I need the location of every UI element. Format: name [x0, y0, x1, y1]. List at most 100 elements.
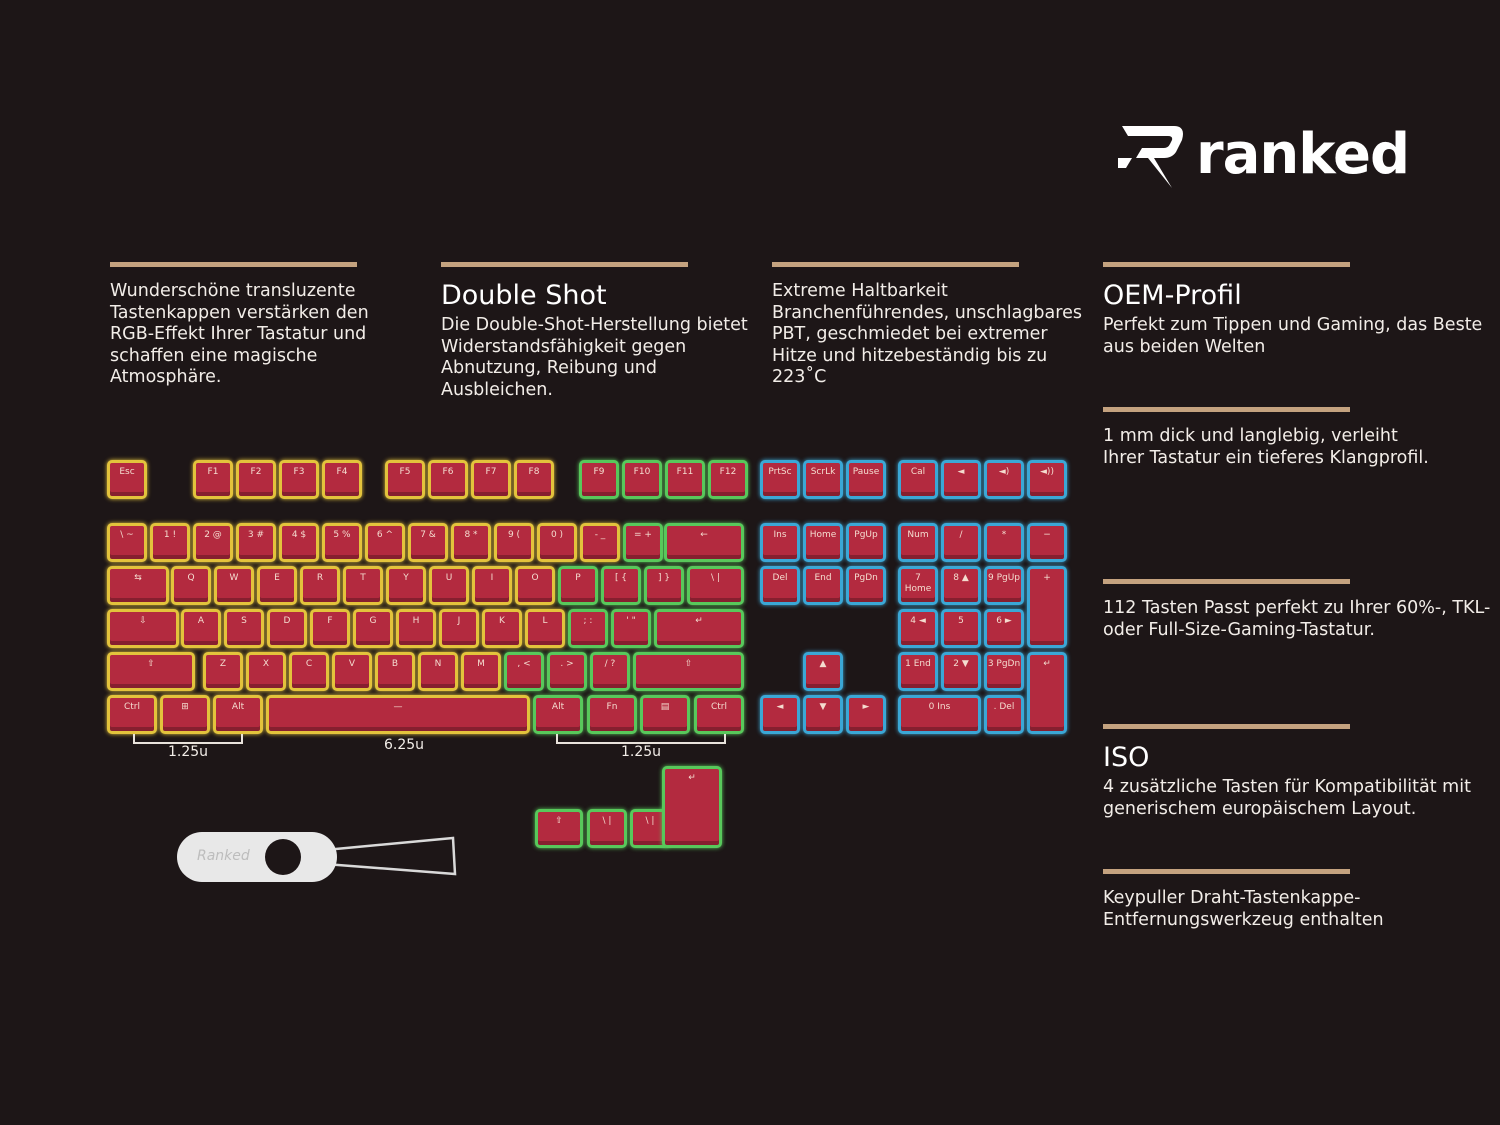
- feature-text: Wunderschöne transluzente Tastenkappen v…: [110, 281, 369, 387]
- keycap-letter: Z: [203, 652, 243, 691]
- keycap-letter: V: [332, 652, 372, 691]
- keycap-menu: ▤: [640, 695, 690, 734]
- keycap-letter: B: [375, 652, 415, 691]
- keycap-space: —: [266, 695, 530, 734]
- keycap-shift: ⇧: [107, 652, 195, 691]
- keypuller-label: Ranked: [197, 848, 250, 864]
- keycap-fn-row: F8: [514, 460, 554, 499]
- keycap-fn-row: Esc: [107, 460, 147, 499]
- keycap-letter: F: [310, 609, 350, 648]
- keycap-letter: M: [461, 652, 501, 691]
- keycap-number-row: 7 &: [408, 523, 448, 562]
- keycap-fn-row: ◄: [941, 460, 981, 499]
- keycap-fn-row: F9: [579, 460, 619, 499]
- keycap-letter: W: [214, 566, 254, 605]
- keycap-letter: C: [289, 652, 329, 691]
- keycap-numpad-enter: ↵: [1027, 652, 1067, 734]
- feature-iso: ISO 4 zusätzliche Tasten für Kompatibili…: [1103, 724, 1493, 820]
- keycap-letter: S: [224, 609, 264, 648]
- keycap-nav: Home: [803, 523, 843, 562]
- keycap-arrow: ►: [846, 695, 886, 734]
- keycap-alt: Alt: [213, 695, 263, 734]
- keycap-fn-row: PrtSc: [760, 460, 800, 499]
- keypuller-icon: [177, 832, 457, 882]
- keycap-letter: A: [181, 609, 221, 648]
- keycap-letter: J: [439, 609, 479, 648]
- brand-logo: ranked: [1118, 118, 1410, 190]
- keycap-number-row: 4 $: [279, 523, 319, 562]
- dimension-label: 1.25u: [621, 744, 662, 760]
- keycap-letter: ' ": [611, 609, 651, 648]
- keycap-fn-row: Pause: [846, 460, 886, 499]
- keycap-iso-enter: ↵: [662, 766, 722, 848]
- keycap-ctrl: Ctrl: [694, 695, 744, 734]
- feature-text: Perfekt zum Tippen und Gaming, das Beste…: [1103, 315, 1483, 357]
- keycap-numpad: 9 PgUp: [984, 566, 1024, 605]
- keycap-fn-row: ◄): [984, 460, 1024, 499]
- keycap-numpad: 2 ▼: [941, 652, 981, 691]
- keycap-win: ⊞: [160, 695, 210, 734]
- keycap-iso: \ |: [587, 809, 627, 848]
- accent-bar: [772, 262, 1019, 267]
- dimension-label: 1.25u: [168, 744, 209, 760]
- keycap-numpad: 7 Home: [898, 566, 938, 605]
- keycap-letter: E: [257, 566, 297, 605]
- feature-double-shot: Double Shot Die Double-Shot-Herstellung …: [441, 262, 766, 401]
- keycap-arrow: ◄: [760, 695, 800, 734]
- feature-text: Keypuller Draht-Tastenkappe-Entfernungsw…: [1103, 888, 1384, 930]
- dimension-bracket: [556, 734, 726, 744]
- keycap-backslash: \ |: [687, 566, 744, 605]
- keycap-nav: PgUp: [846, 523, 886, 562]
- keycap-numpad: 1 End: [898, 652, 938, 691]
- keycap-fn-row: F6: [428, 460, 468, 499]
- keycap-numpad: /: [941, 523, 981, 562]
- feature-translucent: Wunderschöne transluzente Tastenkappen v…: [110, 262, 390, 389]
- keycap-fn-row: F11: [665, 460, 705, 499]
- accent-bar: [1103, 869, 1350, 874]
- keycap-fn-row: F10: [622, 460, 662, 499]
- keycap-nav: Ins: [760, 523, 800, 562]
- keycap-iso: ⇧: [535, 809, 583, 848]
- keycap-tab: ⇆: [107, 566, 169, 605]
- keycap-letter: G: [353, 609, 393, 648]
- keycap-alt: Alt: [533, 695, 583, 734]
- keycap-number-row: 6 ^: [365, 523, 405, 562]
- keycap-letter: , <: [504, 652, 544, 691]
- keycap-letter: X: [246, 652, 286, 691]
- accent-bar: [1103, 579, 1350, 584]
- keycap-ctrl: Ctrl: [107, 695, 157, 734]
- keycap-letter: N: [418, 652, 458, 691]
- keycap-number-row: 3 #: [236, 523, 276, 562]
- feature-text: Extreme Haltbarkeit Branchenführendes, u…: [772, 281, 1082, 387]
- keycap-letter: R: [300, 566, 340, 605]
- keycap-letter: Q: [171, 566, 211, 605]
- accent-bar: [110, 262, 357, 267]
- feature-oem-profile: OEM-Profil Perfekt zum Tippen und Gaming…: [1103, 262, 1493, 358]
- feature-durability: Extreme Haltbarkeit Branchenführendes, u…: [772, 262, 1097, 389]
- keycap-letter: K: [482, 609, 522, 648]
- keycap-letter: T: [343, 566, 383, 605]
- feature-title: ISO: [1103, 742, 1150, 773]
- feature-text: Die Double-Shot-Herstellung bietet Wider…: [441, 315, 748, 400]
- keycap-letter: . >: [547, 652, 587, 691]
- keypuller-tool: Ranked: [175, 828, 460, 890]
- accent-bar: [441, 262, 688, 267]
- keycap-fn-row: F3: [279, 460, 319, 499]
- keycap-number-row: 8 *: [451, 523, 491, 562]
- feature-text: 112 Tasten Passt perfekt zu Ihrer 60%-, …: [1103, 598, 1491, 640]
- keycap-numpad: 5: [941, 609, 981, 648]
- accent-bar: [1103, 262, 1350, 267]
- keycap-enter: ↵: [654, 609, 744, 648]
- keycap-number-row: 9 (: [494, 523, 534, 562]
- keycap-fn-row: ◄)): [1027, 460, 1067, 499]
- keycap-letter: P: [558, 566, 598, 605]
- keycap-letter: / ?: [590, 652, 630, 691]
- keycap-fn: Fn: [587, 695, 637, 734]
- keycap-backspace: ←: [664, 523, 744, 562]
- accent-bar: [1103, 724, 1350, 729]
- keycap-arrow: ▼: [803, 695, 843, 734]
- keycap-numpad-zero: 0 Ins: [898, 695, 981, 734]
- keycap-letter: ; :: [568, 609, 608, 648]
- keycap-letter: D: [267, 609, 307, 648]
